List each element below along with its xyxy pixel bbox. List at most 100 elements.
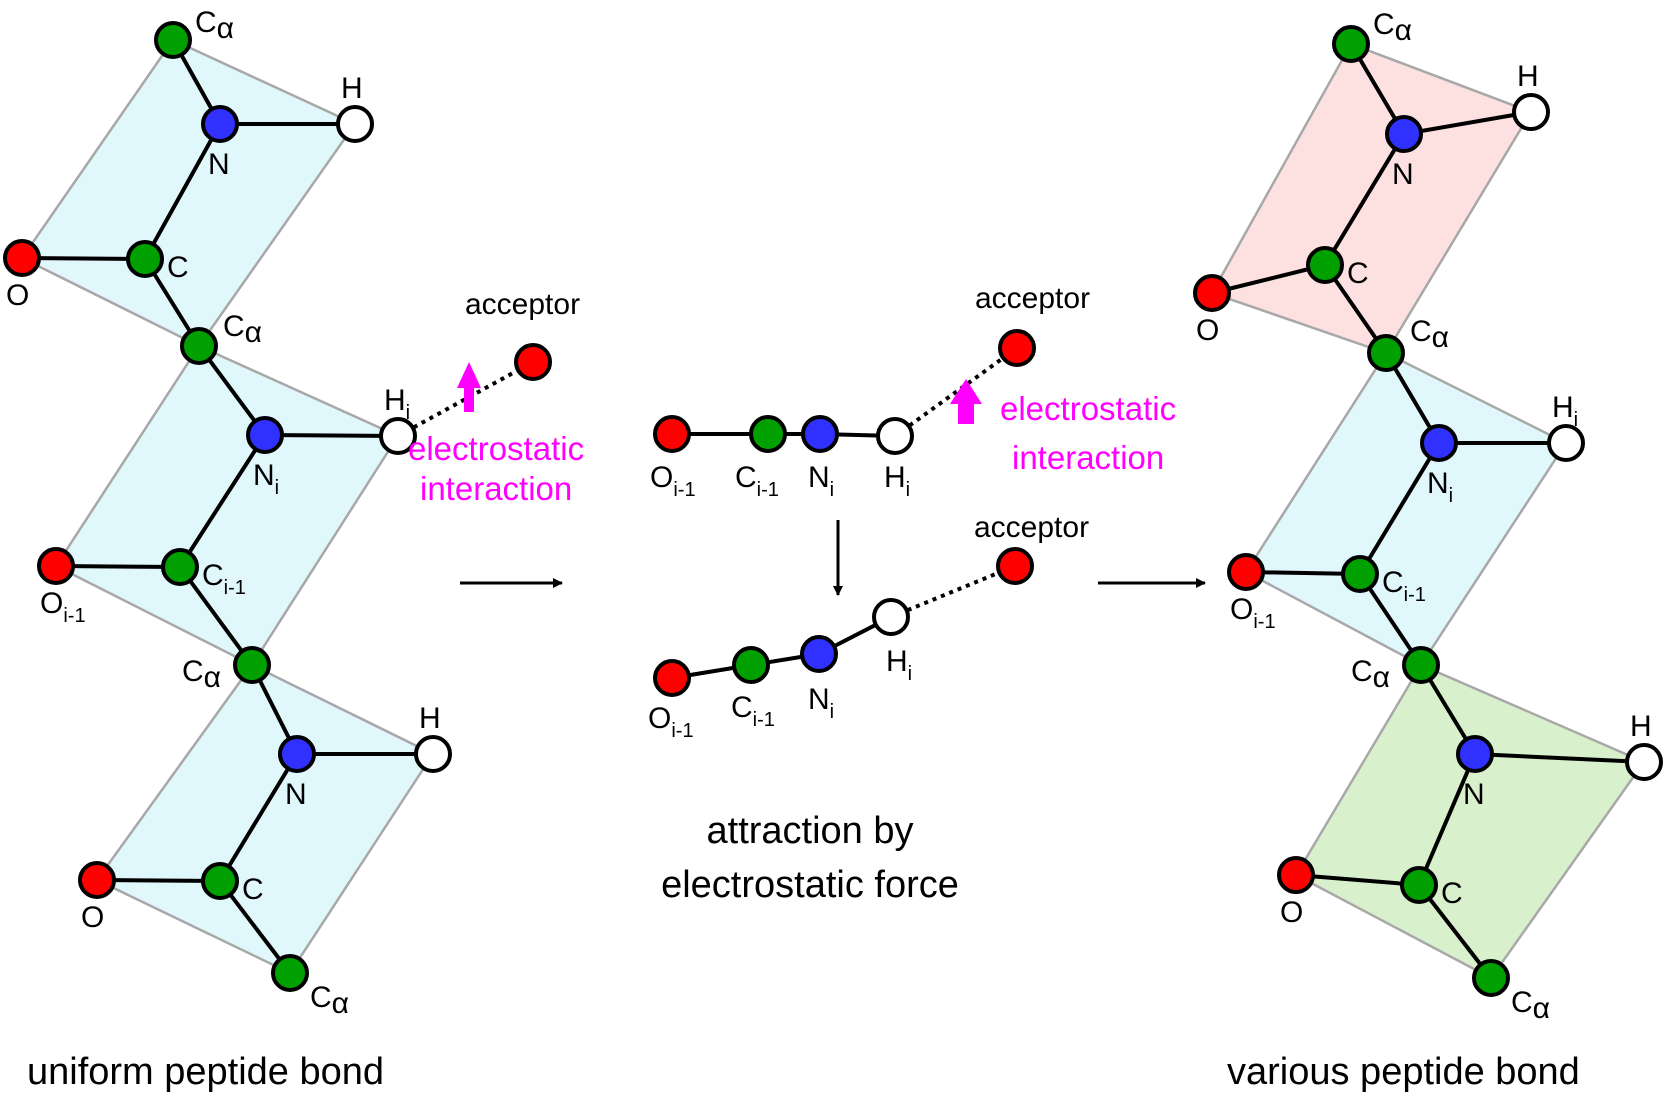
right-peptide-plane-2 <box>1244 351 1568 667</box>
left-label-carbon: C <box>242 873 264 906</box>
middle-interaction-line2: interaction <box>1012 439 1164 476</box>
left-atom-calpha <box>180 327 218 365</box>
right-atom-calpha-end <box>1472 959 1510 997</box>
peptide-planes <box>20 38 1646 980</box>
left-bond-c-ca <box>218 879 292 975</box>
right-atom-oxygen <box>1193 274 1231 312</box>
left-atom-oxygen <box>37 547 75 585</box>
left-interaction-line1: electrostatic <box>408 430 584 467</box>
right-label-nitrogen: Ni <box>1427 467 1453 507</box>
middle-top-hbond-dotted <box>893 346 1019 438</box>
left-bond-n-h <box>264 433 399 438</box>
right-label-nitrogen: N <box>1392 158 1414 191</box>
middle-caption-line1: attraction by <box>707 810 914 852</box>
left-label-calpha: Cα <box>223 310 262 349</box>
left-acceptor-label: acceptor <box>465 288 580 321</box>
right-bond-n-c <box>1358 441 1441 576</box>
left-label-hydrogen: H <box>419 702 441 735</box>
left-atom-carbon <box>126 240 164 278</box>
middle-caption-line2: electrostatic force <box>661 864 959 906</box>
middle-top-label-nitrogen: Ni <box>808 461 834 501</box>
right-label-calpha: Cα <box>1351 655 1390 694</box>
left-label-nitrogen: N <box>208 148 230 181</box>
left-caption: uniform peptide bond <box>27 1051 384 1093</box>
left-peptide-plane-1 <box>20 38 357 348</box>
right-bond-n-h <box>1403 110 1532 136</box>
right-atom-hydrogen <box>1512 93 1550 131</box>
right-atom-carbon <box>1400 866 1438 904</box>
left-atom-calpha-end <box>271 954 309 992</box>
left-electrostatic-arrow-icon <box>457 362 481 412</box>
right-atom-nitrogen <box>1385 115 1423 153</box>
right-label-hydrogen: H <box>1630 710 1652 743</box>
left-atom-hydrogen <box>379 417 417 455</box>
right-label-calpha: Cα <box>1410 315 1449 354</box>
left-label-calpha-end: Cα <box>310 981 349 1020</box>
left-atom-oxygen <box>3 239 41 277</box>
left-interaction-line2: interaction <box>420 470 572 507</box>
right-bond-c-ca <box>1417 883 1493 980</box>
middle-top-label-hydrogen: Hi <box>884 461 910 501</box>
left-label-carbon: C <box>167 251 189 284</box>
left-acceptor-atom <box>514 343 552 381</box>
right-atom-oxygen <box>1227 553 1265 591</box>
middle-top-label-oxygen: Oi-1 <box>650 461 696 501</box>
middle-bottom-atom-hydrogen <box>872 598 910 636</box>
right-peptide-plane-3 <box>1294 663 1646 980</box>
left-label-oxygen: Oi-1 <box>40 587 86 627</box>
right-bond-c-o <box>1211 263 1326 295</box>
left-bond-c-o <box>55 564 181 569</box>
left-atom-oxygen <box>78 861 116 899</box>
right-atom-hydrogen <box>1547 424 1585 462</box>
left-bond-n-c <box>143 123 222 260</box>
right-label-calpha-end: Cα <box>1511 986 1550 1025</box>
right-label-oxygen: O <box>1280 896 1303 929</box>
right-label-carbon: Ci-1 <box>1382 566 1426 606</box>
middle-bottom-label-oxygen: Oi-1 <box>648 702 694 742</box>
middle-top-label-carbon: Ci-1 <box>735 461 779 501</box>
middle-interaction-line1: electrostatic <box>1000 390 1176 427</box>
middle-top-acceptor-label: acceptor <box>975 282 1090 315</box>
middle-bottom-atom-carbon <box>732 646 770 684</box>
right-bond-c-o <box>1295 873 1420 887</box>
left-label-hydrogen: H <box>341 72 363 105</box>
middle-top-acceptor-atom <box>998 329 1036 367</box>
right-bond-c-o <box>1245 570 1361 576</box>
atom-labels: CαNHOCCαNiHiOi-1Ci-1CαNHOCCαCαNHOCCαNiHi… <box>6 6 1652 1025</box>
middle-bottom-label-hydrogen: Hi <box>886 645 912 685</box>
left-label-carbon: Ci-1 <box>202 559 246 599</box>
left-bond-n-c <box>218 752 299 883</box>
right-atom-carbon <box>1341 555 1379 593</box>
right-label-oxygen: O <box>1196 314 1219 347</box>
right-label-hydrogen: H <box>1517 60 1539 93</box>
left-bond-c-o <box>21 256 146 261</box>
right-bond-n-h <box>1474 752 1645 764</box>
left-peptide-plane-3 <box>95 663 435 975</box>
middle-top-atom-nitrogen <box>801 415 839 453</box>
right-atom-nitrogen <box>1456 735 1494 773</box>
right-atom-carbon <box>1306 246 1344 284</box>
left-bond-n-c <box>178 433 267 569</box>
right-label-oxygen: Oi-1 <box>1230 593 1276 633</box>
right-atom-calpha <box>1367 334 1405 372</box>
left-bond-c-o <box>96 878 221 883</box>
right-bond-n-c <box>1417 753 1477 886</box>
left-label-calpha: Cα <box>182 655 221 694</box>
middle-bottom-label-carbon: Ci-1 <box>731 691 775 731</box>
right-atom-hydrogen <box>1625 743 1663 781</box>
left-label-oxygen: O <box>81 901 104 934</box>
left-atom-carbon <box>161 548 199 586</box>
middle-electrostatic-arrow-icon <box>950 379 982 424</box>
left-atom-nitrogen <box>201 105 239 143</box>
left-peptide-plane-2 <box>54 344 400 667</box>
left-atom-carbon <box>201 862 239 900</box>
atoms <box>3 21 1663 997</box>
left-label-oxygen: O <box>6 279 29 312</box>
right-peptide-plane-1 <box>1210 42 1533 355</box>
middle-bottom-atom-nitrogen <box>800 635 838 673</box>
left-hbond-dotted <box>397 360 534 438</box>
left-bond-c-ca <box>178 565 254 667</box>
left-atom-hydrogen <box>336 105 374 143</box>
right-atom-calpha <box>1402 646 1440 684</box>
